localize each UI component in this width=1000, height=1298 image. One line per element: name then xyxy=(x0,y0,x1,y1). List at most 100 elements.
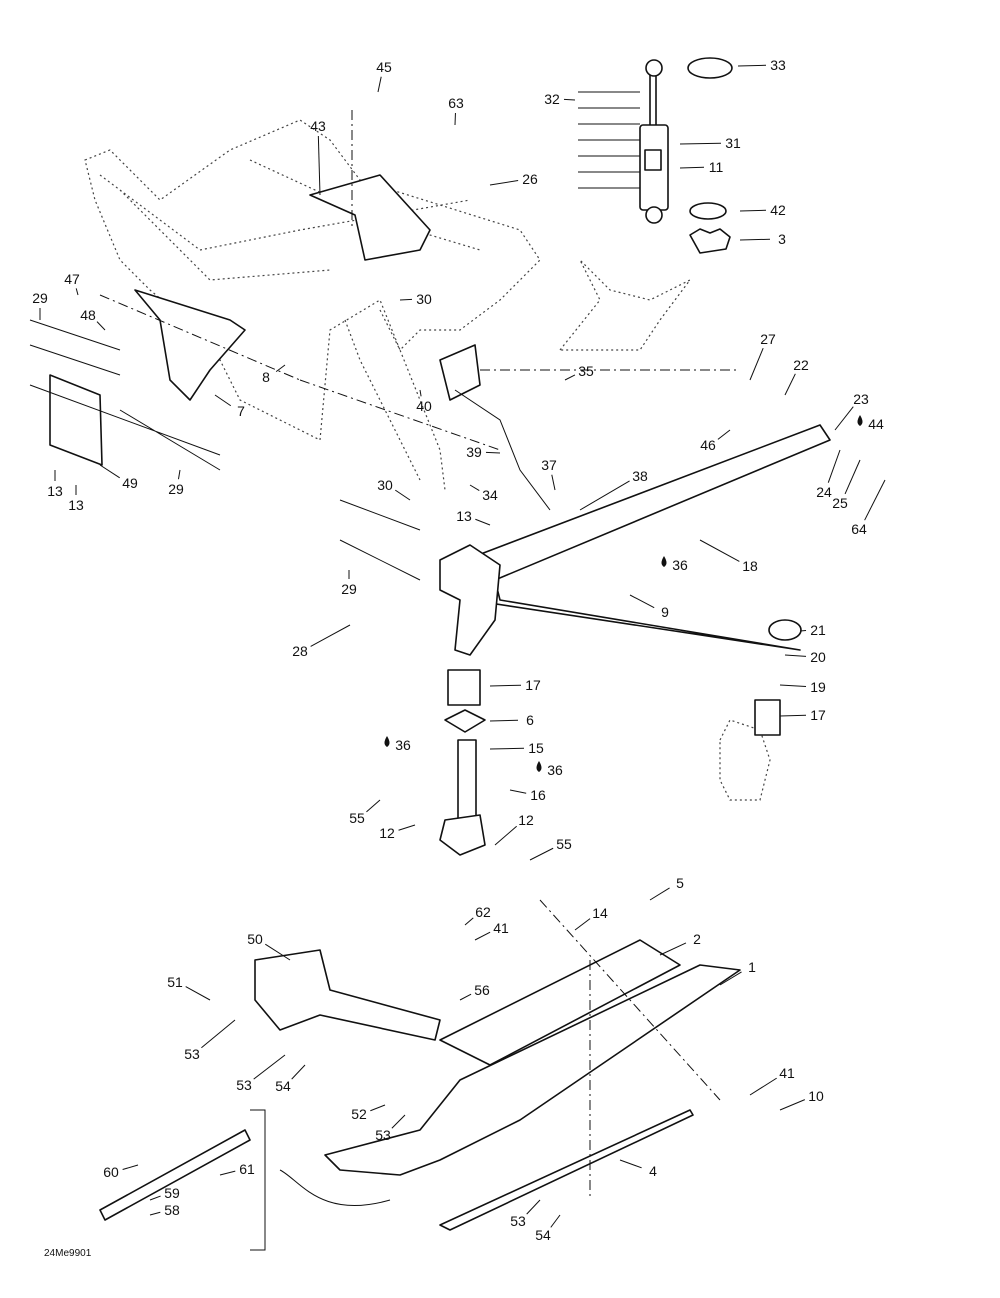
callout-number: 17 xyxy=(525,677,541,693)
leader-line xyxy=(149,1211,161,1216)
leader-line xyxy=(201,1019,236,1049)
leader-line xyxy=(659,942,687,956)
leader-line xyxy=(391,1114,406,1129)
callout-number: 55 xyxy=(349,810,365,826)
callout-number: 50 xyxy=(247,931,263,947)
leader-line xyxy=(464,917,474,926)
leader-line xyxy=(317,135,321,196)
callout-number: 64 xyxy=(851,521,867,537)
callout-labels: 4563433233311126423472948308727223523444… xyxy=(32,57,886,1243)
callout-number: 4 xyxy=(649,1163,657,1179)
callout-number: 49 xyxy=(122,475,138,491)
callout-number: 36 xyxy=(547,762,563,778)
spindle xyxy=(439,619,802,856)
callout-number: 29 xyxy=(32,290,48,306)
leader-line xyxy=(699,539,740,562)
oil-drop-icon xyxy=(536,761,542,772)
callout-number: 16 xyxy=(530,787,546,803)
callout-number: 25 xyxy=(832,495,848,511)
leader-line xyxy=(844,459,861,495)
callout-number: 34 xyxy=(482,487,498,503)
leader-line xyxy=(489,719,519,722)
callout-number: 28 xyxy=(292,643,308,659)
leader-line xyxy=(779,684,807,687)
leader-line xyxy=(214,394,232,407)
bumper-and-bolts xyxy=(29,174,551,581)
callout-number: 33 xyxy=(770,57,786,73)
leader-line xyxy=(737,64,767,67)
callout-number: 13 xyxy=(68,497,84,513)
callout-number: 23 xyxy=(853,391,869,407)
callout-number: 32 xyxy=(544,91,560,107)
leader-line xyxy=(149,1195,161,1201)
callout-number: 61 xyxy=(239,1161,255,1177)
leader-line xyxy=(419,389,422,397)
callout-number: 48 xyxy=(80,307,96,323)
callout-number: 8 xyxy=(262,369,270,385)
leader-line xyxy=(185,986,211,1001)
leader-line xyxy=(75,288,79,296)
a-arm xyxy=(439,424,831,656)
callout-number: 13 xyxy=(456,508,472,524)
leader-line xyxy=(459,993,472,1001)
callout-number: 14 xyxy=(592,905,608,921)
center-lines xyxy=(99,110,740,1200)
callout-number: 12 xyxy=(379,825,395,841)
callout-number: 41 xyxy=(779,1065,795,1081)
callout-number: 26 xyxy=(522,171,538,187)
leader-line xyxy=(377,76,382,93)
callout-number: 59 xyxy=(164,1185,180,1201)
callout-number: 27 xyxy=(760,331,776,347)
spring xyxy=(578,91,640,189)
leader-line xyxy=(489,747,525,750)
callout-number: 53 xyxy=(510,1213,526,1229)
callout-number: 7 xyxy=(237,403,245,419)
leader-line xyxy=(551,474,556,491)
callout-number: 6 xyxy=(526,712,534,728)
callout-number: 54 xyxy=(535,1227,551,1243)
callout-number: 29 xyxy=(168,481,184,497)
callout-number: 5 xyxy=(676,875,684,891)
callout-number: 2 xyxy=(693,931,701,947)
leader-line xyxy=(99,464,120,479)
leader-line xyxy=(784,373,796,396)
leader-line xyxy=(679,142,722,145)
callout-number: 15 xyxy=(528,740,544,756)
leader-line xyxy=(649,887,670,901)
callout-number: 36 xyxy=(395,737,411,753)
callout-number: 12 xyxy=(518,812,534,828)
callout-number: 13 xyxy=(47,483,63,499)
callout-number: 37 xyxy=(541,457,557,473)
callout-number: 18 xyxy=(742,558,758,574)
ski-and-runners xyxy=(99,939,741,1251)
leader-line xyxy=(253,1054,286,1080)
callout-number: 53 xyxy=(184,1046,200,1062)
callout-number: 56 xyxy=(474,982,490,998)
leader-line xyxy=(219,1170,236,1176)
leader-line xyxy=(563,98,576,101)
leader-line xyxy=(827,449,841,483)
leader-line xyxy=(550,1214,561,1228)
callout-number: 51 xyxy=(167,974,183,990)
callout-number: 3 xyxy=(778,231,786,247)
callout-number: 63 xyxy=(448,95,464,111)
leader-line xyxy=(122,1164,139,1170)
callout-number: 36 xyxy=(672,557,688,573)
leader-line xyxy=(265,943,291,961)
callout-number: 40 xyxy=(416,398,432,414)
callout-number: 31 xyxy=(725,135,741,151)
callout-number: 53 xyxy=(375,1127,391,1143)
leader-line xyxy=(475,518,491,526)
leader-line xyxy=(629,594,655,609)
callout-number: 17 xyxy=(810,707,826,723)
leader-line xyxy=(469,484,480,491)
callout-number: 43 xyxy=(310,118,326,134)
frame-outline xyxy=(84,119,771,801)
leader-line xyxy=(399,298,413,301)
oil-drop-icon xyxy=(661,556,667,567)
leader-line xyxy=(679,166,705,169)
leader-line xyxy=(96,321,106,331)
leader-line xyxy=(485,451,501,454)
callout-number: 9 xyxy=(661,604,669,620)
callout-number: 24 xyxy=(816,484,832,500)
